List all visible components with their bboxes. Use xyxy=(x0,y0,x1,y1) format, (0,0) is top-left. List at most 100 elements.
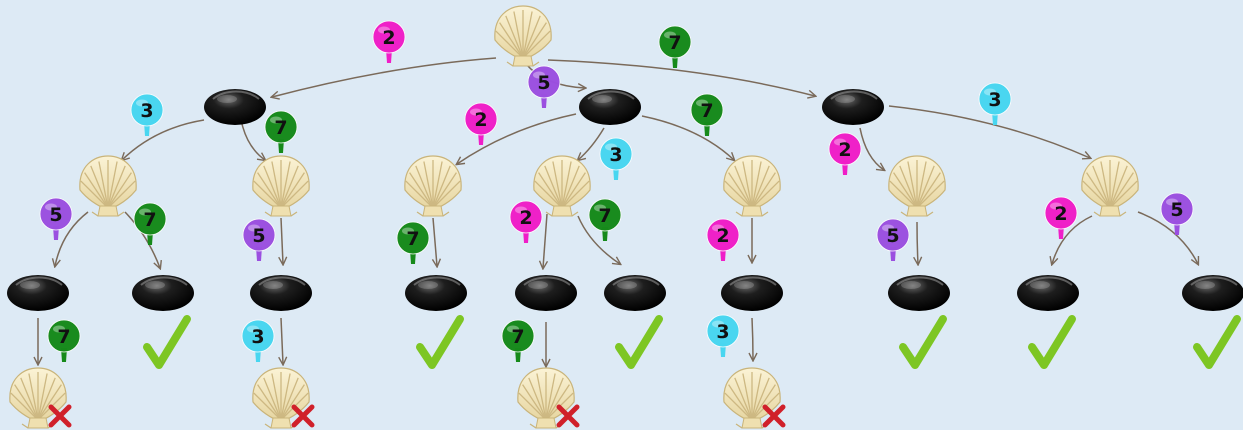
edges-layer xyxy=(38,57,1198,366)
edge-m2-s21 xyxy=(457,113,577,164)
pin-number: 7 xyxy=(274,117,287,139)
pin-label-m2-s23: 7 xyxy=(690,93,724,136)
scallop-shell-icon xyxy=(723,155,781,217)
pin-number: 3 xyxy=(251,326,264,348)
pin-label-s12-m121: 5 xyxy=(242,218,276,261)
edge-s11-m112 xyxy=(124,211,160,268)
scallop-shell-icon xyxy=(79,155,137,217)
edge-s21-m211 xyxy=(433,217,437,266)
pin-label-root-m2: 5 xyxy=(527,65,561,108)
edge-s22-m221 xyxy=(543,213,547,268)
edge-m1-s11 xyxy=(122,119,205,160)
black-mussel-icon xyxy=(204,89,266,125)
black-mussel-icon xyxy=(604,275,666,311)
pin-number: 2 xyxy=(716,225,729,247)
pin-label-s23-m231: 2 xyxy=(706,218,740,261)
cross-mark-icon xyxy=(556,404,580,428)
pin-number: 5 xyxy=(252,225,265,247)
pin-label-m1-s12: 7 xyxy=(264,110,298,153)
edge-s32-m322 xyxy=(1137,211,1198,264)
pin-label-root-m1: 2 xyxy=(372,20,406,63)
edge-m231-x4 xyxy=(752,317,753,360)
edge-s22-m222 xyxy=(577,215,620,264)
edge-m1-s12 xyxy=(241,123,265,160)
check-mark-icon xyxy=(899,315,947,369)
pin-label-m121-x2: 3 xyxy=(241,319,275,362)
pin-label-s22-m222: 7 xyxy=(588,198,622,241)
black-mussel-icon xyxy=(579,89,641,125)
black-mussel-icon xyxy=(1182,275,1243,311)
pin-number: 3 xyxy=(988,89,1001,111)
pin-label-s11-m112: 7 xyxy=(133,202,167,245)
scallop-shell-icon xyxy=(888,155,946,217)
scallop-shell-icon xyxy=(252,155,310,217)
black-mussel-icon xyxy=(721,275,783,311)
cross-mark-icon xyxy=(291,404,315,428)
pin-number: 3 xyxy=(716,321,729,343)
cross-mark-icon xyxy=(762,404,786,428)
pin-number: 2 xyxy=(1054,203,1067,225)
check-mark-icon xyxy=(1193,315,1241,369)
pin-label-s32-m322: 5 xyxy=(1160,192,1194,235)
scallop-shell-icon xyxy=(533,155,591,217)
check-mark-icon xyxy=(615,315,663,369)
pin-label-m3-s32: 3 xyxy=(978,82,1012,125)
edge-s12-m121 xyxy=(281,217,283,264)
scallop-shell-icon xyxy=(1081,155,1139,217)
pin-label-m1-s11: 3 xyxy=(130,93,164,136)
black-mussel-icon xyxy=(822,89,884,125)
check-mark-icon xyxy=(416,315,464,369)
edge-m3-s32 xyxy=(888,105,1090,158)
pin-label-m221-x3: 7 xyxy=(501,319,535,362)
scallop-shell-icon xyxy=(404,155,462,217)
black-mussel-icon xyxy=(7,275,69,311)
cross-mark-icon xyxy=(48,404,72,428)
edge-s32-m321 xyxy=(1052,215,1093,264)
pin-number: 5 xyxy=(886,225,899,247)
pin-label-root-m3: 7 xyxy=(658,25,692,68)
pin-number: 7 xyxy=(143,209,156,231)
pin-label-m2-s22: 3 xyxy=(599,137,633,180)
labels-layer: 2 5 7 3 7 2 3 7 2 3 5 7 5 7 2 7 2 5 2 5 7 3 7 3 xyxy=(39,20,1194,362)
black-mussel-icon xyxy=(1017,275,1079,311)
pin-label-s11-m111: 5 xyxy=(39,197,73,240)
black-mussel-icon xyxy=(132,275,194,311)
pin-label-m2-s21: 2 xyxy=(464,102,498,145)
scallop-shell-icon xyxy=(494,5,552,67)
pin-number: 5 xyxy=(49,204,62,226)
black-mussel-icon xyxy=(888,275,950,311)
pin-number: 5 xyxy=(537,72,550,94)
pin-label-m3-s31: 2 xyxy=(828,132,862,175)
pin-number: 7 xyxy=(700,100,713,122)
check-mark-icon xyxy=(1028,315,1076,369)
pin-number: 2 xyxy=(519,207,532,229)
edge-root-m3 xyxy=(547,59,815,96)
pin-number: 7 xyxy=(57,326,70,348)
pin-number: 3 xyxy=(140,100,153,122)
edge-m2-s23 xyxy=(641,115,734,160)
pin-number: 7 xyxy=(511,326,524,348)
black-mussel-icon xyxy=(250,275,312,311)
pin-number: 3 xyxy=(609,144,622,166)
edge-m2-s22 xyxy=(578,127,605,160)
pin-number: 5 xyxy=(1170,199,1183,221)
black-mussel-icon xyxy=(405,275,467,311)
pin-number: 7 xyxy=(406,228,419,250)
pin-label-s31-m311: 5 xyxy=(876,218,910,261)
edge-m3-s31 xyxy=(859,127,884,170)
black-mussel-icon xyxy=(515,275,577,311)
pin-number: 2 xyxy=(838,139,851,161)
pin-label-s32-m321: 2 xyxy=(1044,196,1078,239)
nodes-layer xyxy=(7,5,1243,429)
edge-s31-m311 xyxy=(917,221,918,264)
edge-m121-x2 xyxy=(281,317,283,364)
pin-number: 7 xyxy=(598,205,611,227)
edge-root-m1 xyxy=(272,57,497,97)
pin-label-s22-m221: 2 xyxy=(509,200,543,243)
check-mark-icon xyxy=(143,315,191,369)
pin-label-s21-m211: 7 xyxy=(396,221,430,264)
pin-number: 7 xyxy=(668,32,681,54)
pin-number: 2 xyxy=(474,109,487,131)
pin-number: 2 xyxy=(382,27,395,49)
